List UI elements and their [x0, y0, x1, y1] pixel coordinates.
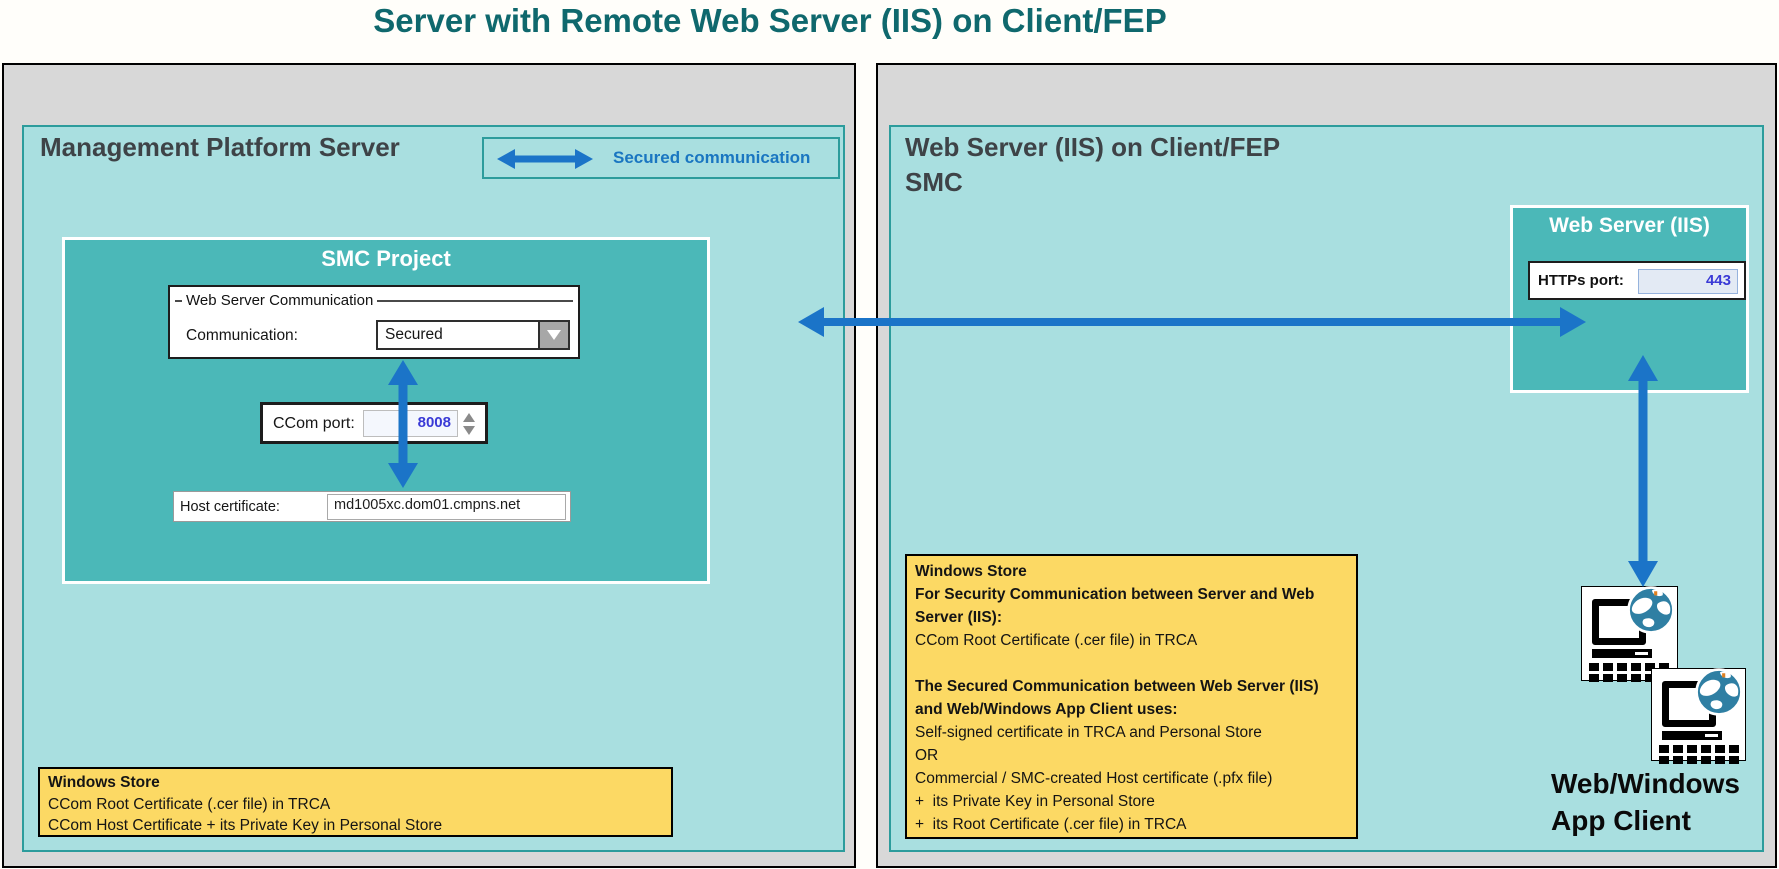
client-computer-icon — [1651, 668, 1746, 764]
ccom-port-spinner[interactable] — [463, 410, 475, 437]
legend-label: Secured communication — [613, 148, 811, 167]
note-line: Commercial / SMC-created Host certificat… — [915, 770, 1273, 787]
chevron-down-icon — [547, 330, 561, 340]
web-server-iis-title: Web Server (IIS) — [1549, 214, 1710, 237]
note-line — [915, 652, 1348, 675]
keyboard-key — [1603, 663, 1613, 671]
globe-icon — [1627, 586, 1675, 634]
spinner-up-icon[interactable] — [463, 412, 475, 422]
system-unit-icon — [1592, 649, 1652, 658]
keyboard-key — [1673, 745, 1683, 753]
keyboard-key — [1701, 745, 1711, 753]
keyboard-key — [1715, 745, 1725, 753]
ccom-port-label: CCom port: — [273, 415, 355, 432]
communication-dropdown-value: Secured — [385, 326, 443, 343]
ccom-port-field[interactable]: 8008 — [363, 410, 458, 437]
note-line: Windows Store — [48, 774, 160, 791]
fieldset-rule-left — [175, 299, 182, 302]
host-certificate-label: Host certificate: — [180, 499, 280, 515]
note-line: CCom Root Certificate (.cer file) in TRC… — [48, 795, 331, 813]
client-computer-icon — [1581, 586, 1678, 682]
note-line: CCom Root Certificate (.cer file) in TRC… — [915, 632, 1198, 649]
app-client-label-line2: App Client — [1551, 805, 1691, 836]
https-port-box: HTTPs port: 443 — [1528, 261, 1746, 300]
note-line: The Secured Communication between Web Se… — [915, 678, 1323, 718]
keyboard-key — [1729, 756, 1739, 764]
fieldset-rule-right — [377, 299, 573, 302]
https-port-field[interactable]: 443 — [1638, 269, 1738, 294]
keyboard-key — [1659, 756, 1669, 764]
right-panel-heading: Web Server (IIS) on Client/FEP SMC — [905, 130, 1280, 200]
host-certificate-box: Host certificate: md1005xc.dom01.cmpns.n… — [173, 491, 571, 522]
note-line: + its Root Certificate (.cer file) in TR… — [915, 816, 1187, 833]
note-line: Windows Store — [915, 563, 1027, 580]
globe-icon — [1695, 668, 1743, 716]
smc-project-title: SMC Project — [321, 246, 451, 271]
spinner-down-icon[interactable] — [463, 425, 475, 435]
keyboard-key — [1729, 745, 1739, 753]
keyboard-key — [1715, 756, 1725, 764]
communication-dropdown[interactable]: Secured — [376, 320, 570, 350]
note-line: CCom Host Certificate + its Private Key … — [48, 817, 443, 834]
keyboard-key — [1659, 663, 1669, 671]
keyboard-key — [1589, 663, 1599, 671]
right-panel-heading-line2: SMC — [905, 167, 963, 197]
host-certificate-input[interactable]: md1005xc.dom01.cmpns.net — [327, 494, 566, 520]
dropdown-button[interactable] — [538, 322, 568, 348]
keyboard-key — [1603, 674, 1613, 682]
keyboard-key — [1589, 674, 1599, 682]
app-client-label: Web/Windows App Client — [1551, 765, 1740, 839]
https-port-label: HTTPs port: — [1538, 272, 1624, 289]
note-line: Self-signed certificate in TRCA and Pers… — [915, 724, 1262, 741]
keyboard-key — [1659, 745, 1669, 753]
secured-communication-legend — [482, 137, 840, 179]
double-headed-arrow-icon — [497, 149, 593, 169]
note-line: + its Private Key in Personal Store — [915, 793, 1155, 810]
page-title: Server with Remote Web Server (IIS) on C… — [373, 2, 1167, 39]
system-unit-icon — [1662, 731, 1722, 740]
keyboard-key — [1617, 674, 1627, 682]
left-panel-heading: Management Platform Server — [40, 132, 400, 162]
keyboard-key — [1631, 674, 1641, 682]
keyboard-key — [1701, 756, 1711, 764]
keyboard-key — [1687, 756, 1697, 764]
keyboard-key — [1645, 674, 1655, 682]
keyboard-key — [1687, 745, 1697, 753]
note-line: OR — [915, 747, 939, 764]
note-line: For Security Communication between Serve… — [915, 586, 1319, 626]
keyboard-icon — [1659, 745, 1741, 764]
communication-label: Communication: — [186, 327, 298, 344]
ccom-port-box: CCom port: 8008 — [260, 402, 488, 444]
right-panel-heading-line1: Web Server (IIS) on Client/FEP — [905, 132, 1281, 162]
keyboard-key — [1645, 663, 1655, 671]
app-client-label-line1: Web/Windows — [1551, 768, 1740, 799]
keyboard-key — [1673, 756, 1683, 764]
web-server-communication-group: Web Server Communication Communication: … — [168, 285, 580, 359]
keyboard-key — [1617, 663, 1627, 671]
keyboard-key — [1631, 663, 1641, 671]
group-label: Web Server Communication — [186, 292, 374, 309]
